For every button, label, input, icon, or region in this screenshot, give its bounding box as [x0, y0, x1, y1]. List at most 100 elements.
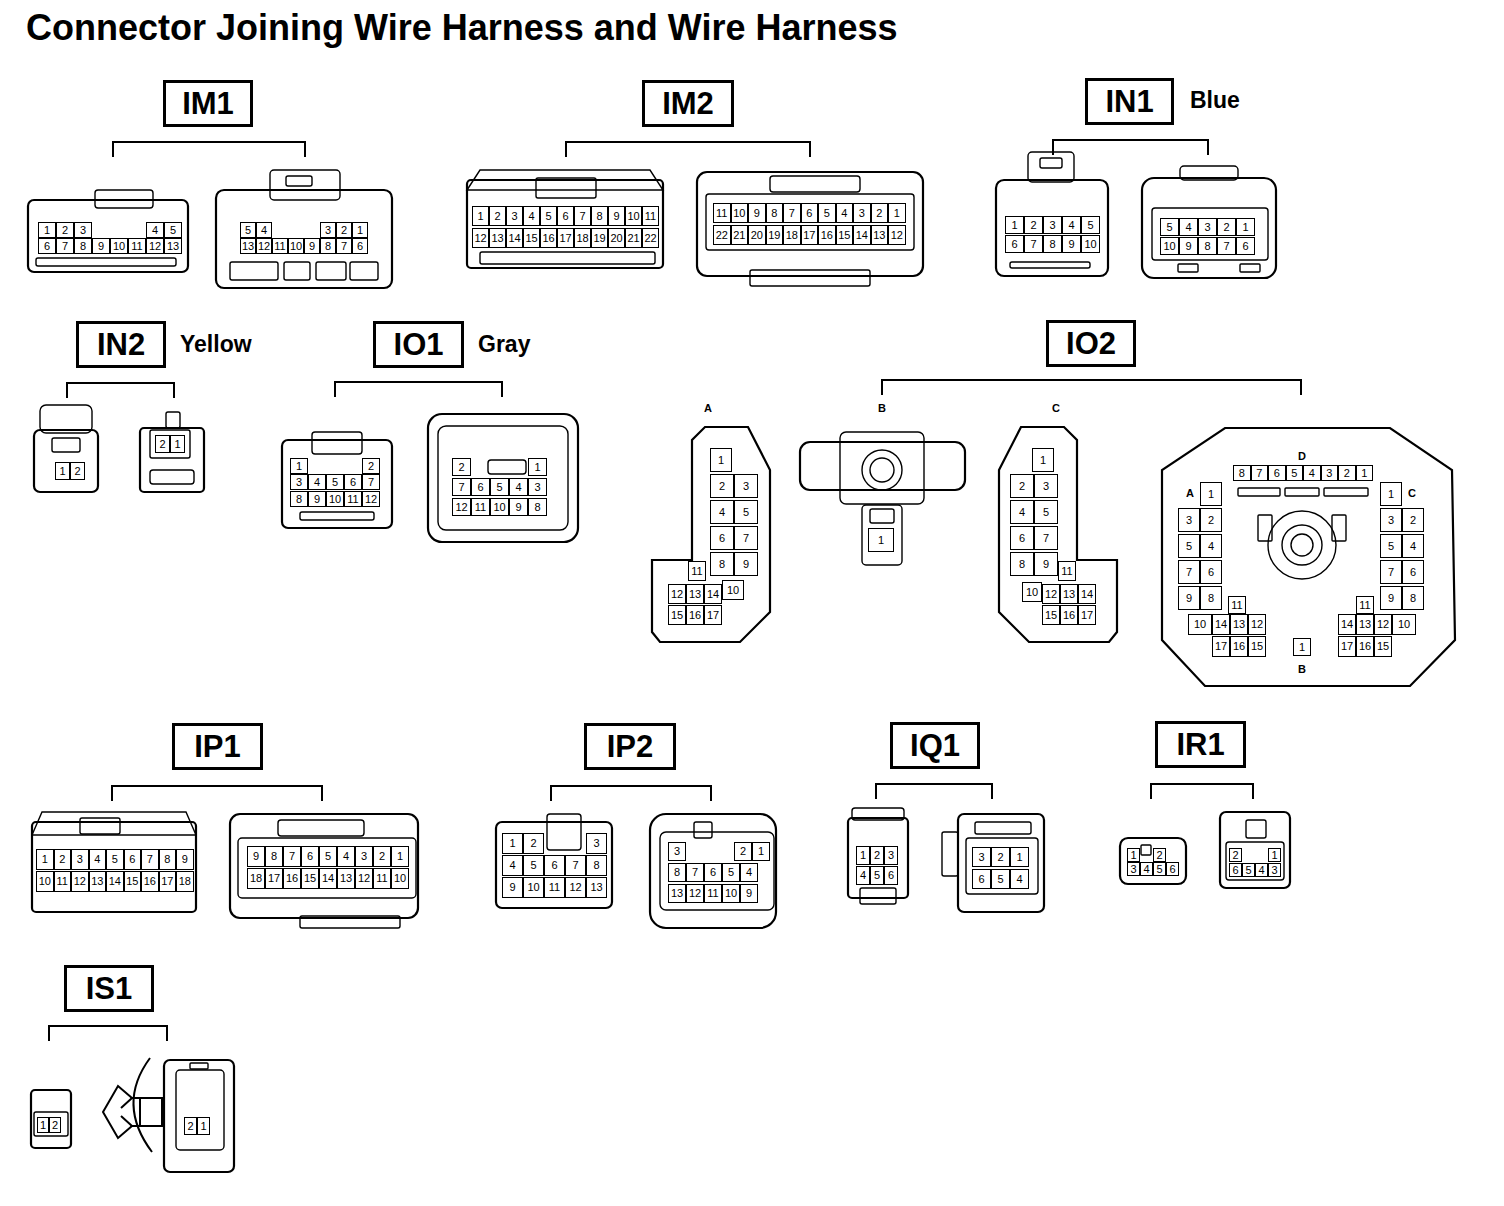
pin-number: 18: [783, 225, 801, 245]
connector-face: 12345678910111213141516171819202122: [464, 166, 666, 270]
connector-face: 123456789101112131415161718: [28, 808, 200, 914]
pin-number: 2: [1024, 216, 1043, 234]
pin-number: 7: [141, 849, 159, 870]
pin-number: 10: [1188, 614, 1212, 635]
housing-detail: [870, 509, 894, 523]
pin-number: 12: [668, 584, 686, 604]
pin-number: 3: [586, 833, 607, 854]
pin-number: 1: [170, 435, 185, 453]
housing-detail: [1040, 158, 1062, 168]
pin-number: 15: [668, 605, 686, 625]
pin-number: 6: [352, 238, 368, 254]
housing-detail: [1028, 152, 1074, 182]
pin-number: 1: [1200, 482, 1222, 506]
pin-number: 9: [1062, 235, 1081, 253]
pin-number: 10: [1022, 582, 1042, 602]
pin-number: 13: [1230, 614, 1248, 635]
connector-face: 123456: [844, 806, 912, 906]
pin-number: 12: [1374, 614, 1392, 635]
pin-number: 10: [1081, 235, 1100, 253]
connector-code-box: IO2: [1046, 320, 1136, 367]
pin-number: 16: [1060, 605, 1078, 625]
pin-number: 7: [1178, 560, 1200, 584]
housing-detail: [270, 170, 340, 200]
housing-detail: [862, 450, 902, 490]
pin-number: 17: [159, 871, 177, 892]
clip-illustration: [103, 1086, 162, 1138]
housing-color: Blue: [1190, 89, 1240, 112]
pin-number: 3: [1380, 508, 1402, 532]
pin-number: 1: [528, 458, 547, 476]
pin-number: 5: [870, 866, 884, 885]
pin-number: 12: [686, 884, 704, 903]
pin-number: 2: [1153, 848, 1166, 862]
pin-number: 11: [1356, 596, 1374, 614]
pin-number: 12: [362, 491, 380, 507]
pin-number: 3: [668, 842, 686, 861]
pin-number: 7: [734, 526, 758, 550]
pin-number: 12: [1248, 614, 1266, 635]
housing-detail: [1141, 845, 1151, 855]
pin-number: 9: [608, 206, 625, 226]
pin-number: 4: [337, 846, 355, 867]
connector-housing: [1162, 428, 1455, 686]
pin-number: 6: [704, 863, 722, 882]
connector-housing: [230, 814, 418, 918]
pin-number: 1: [38, 222, 56, 238]
part-letter: B: [878, 403, 886, 414]
pin-number: 13: [164, 238, 182, 254]
pin-number: 7: [56, 238, 74, 254]
pin-number: 11: [471, 498, 490, 516]
pin-number: 15: [124, 871, 142, 892]
pin-number: 2: [710, 474, 734, 498]
connector-face: 217654312111098: [424, 408, 582, 546]
pin-number: 3: [290, 474, 308, 490]
pin-number: 11: [128, 238, 146, 254]
pin-number: 3: [320, 222, 336, 238]
housing-detail: [1180, 166, 1238, 180]
pin-number: 5: [1242, 863, 1255, 877]
connector-outline: [424, 408, 582, 546]
connector-outline: [160, 1056, 238, 1176]
connector-code: IM2: [662, 88, 714, 119]
pin-number: 2: [1200, 508, 1222, 532]
pin-number: 2: [49, 1117, 61, 1133]
pin-number: 2: [1402, 508, 1424, 532]
housing-detail: [1285, 488, 1319, 496]
pin-number: 17: [265, 868, 283, 889]
connector-face: 12345678910: [994, 150, 1110, 278]
pin-number: 4: [146, 222, 164, 238]
housing-detail: [278, 820, 364, 836]
connector-code: IO1: [394, 329, 444, 360]
housing-detail: [238, 838, 416, 898]
pin-number: 13: [686, 584, 704, 604]
pin-number: 11: [54, 871, 72, 892]
pin-number: 14: [704, 584, 722, 604]
connector-housing: [848, 818, 908, 898]
pin-number: 3: [972, 847, 991, 867]
housing-detail: [32, 812, 196, 835]
pin-number: 2: [1217, 218, 1236, 236]
connector-housing: [216, 190, 392, 288]
housing-detail: [975, 822, 1031, 834]
pin-number: 4: [1062, 216, 1081, 234]
pin-number: 1: [391, 846, 409, 867]
pin-number: 14: [1212, 614, 1230, 635]
pin-number: 11: [704, 884, 722, 903]
pin-number: 9: [748, 203, 766, 223]
pin-number: 1: [1268, 848, 1281, 862]
pin-number: 2: [1338, 465, 1356, 481]
housing-detail: [1258, 515, 1272, 541]
pin-number: 8: [1010, 552, 1034, 576]
pin-number: 2: [871, 203, 889, 223]
housing-detail: [95, 190, 153, 208]
pin-number: 10: [288, 238, 304, 254]
pin-number: 6: [1236, 237, 1255, 255]
pin-number: 16: [283, 868, 301, 889]
connector-code: IP1: [194, 731, 241, 762]
pin-number: 12: [71, 871, 89, 892]
pin-number: 8: [1200, 586, 1222, 610]
pin-number: 2: [155, 435, 170, 453]
housing-detail: [547, 814, 581, 850]
connector-housing: [140, 428, 204, 492]
